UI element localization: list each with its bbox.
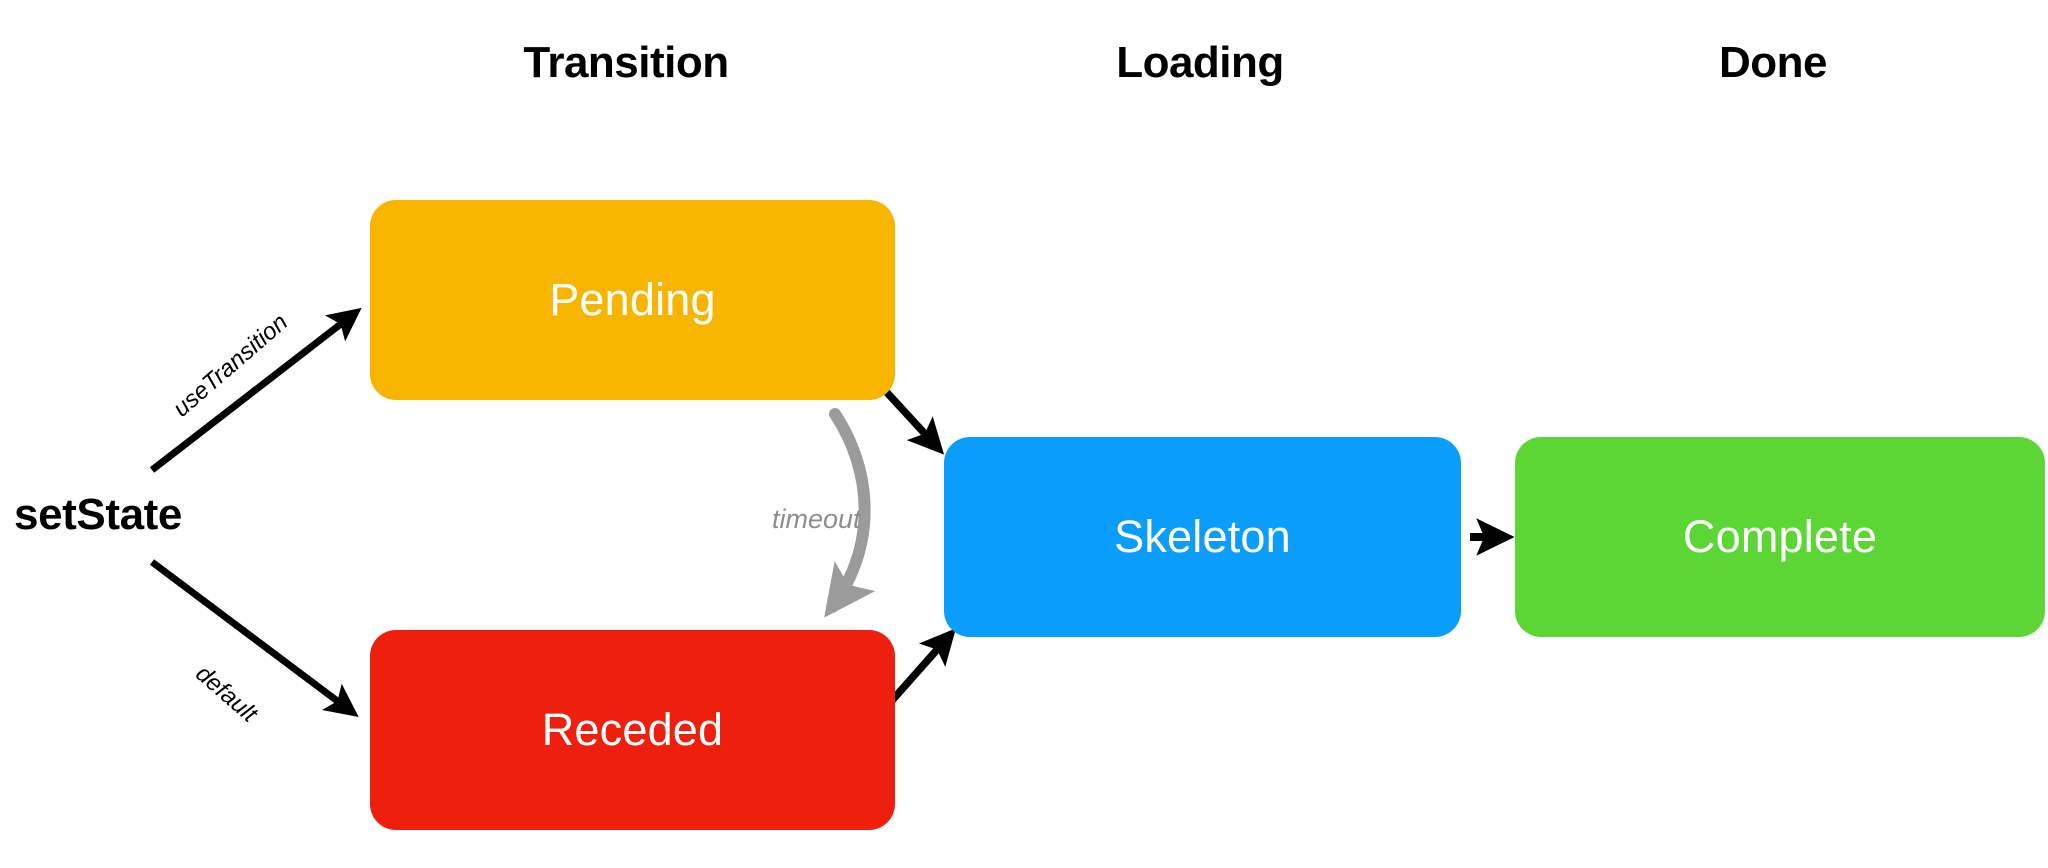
origin-setstate-label: setState	[14, 490, 182, 539]
node-pending[interactable]: Pending	[370, 200, 895, 400]
edge-label-timeout: timeout	[772, 504, 861, 534]
column-header-done: Done	[1719, 38, 1828, 87]
node-receded[interactable]: Receded	[370, 630, 895, 830]
node-skeleton-label: Skeleton	[1114, 511, 1291, 562]
edge-setstate-to-receded	[149, 559, 359, 718]
node-complete[interactable]: Complete	[1515, 437, 2045, 637]
edge-label-default: default	[190, 660, 263, 728]
edge-label-usetransition: useTransition	[168, 308, 294, 423]
edge-pending-to-skeleton	[877, 382, 945, 455]
node-complete-label: Complete	[1682, 511, 1878, 562]
node-skeleton[interactable]: Skeleton	[944, 437, 1461, 637]
column-header-transition: Transition	[523, 38, 729, 87]
node-receded-label: Receded	[541, 704, 724, 755]
column-header-loading: Loading	[1116, 38, 1284, 87]
edge-receded-to-skeleton	[885, 628, 956, 708]
node-pending-label: Pending	[549, 274, 716, 325]
